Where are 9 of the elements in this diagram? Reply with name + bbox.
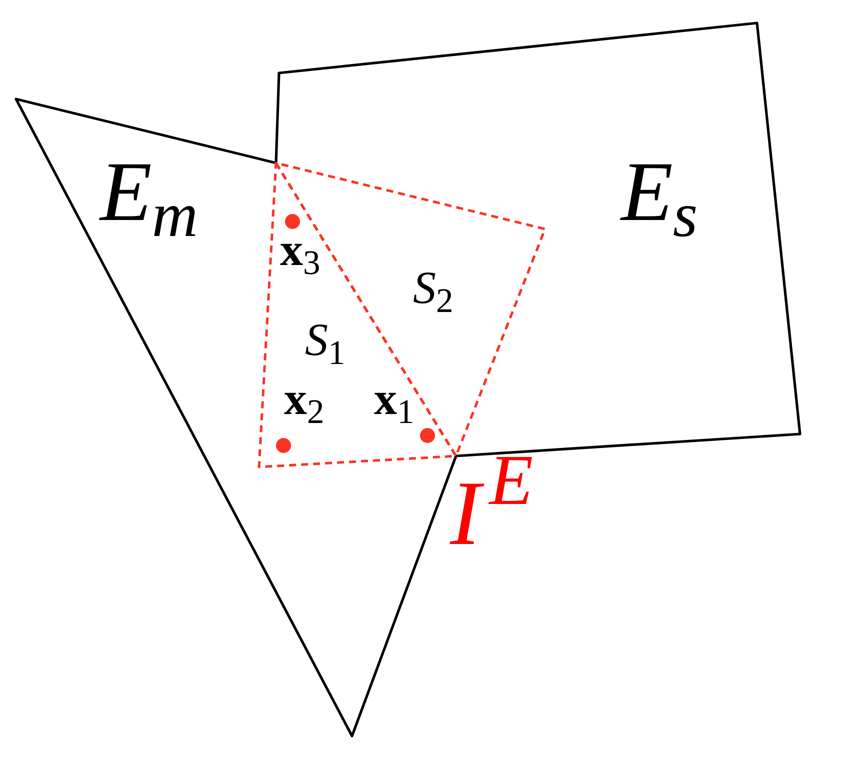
subdomain-label: S$_{2}$ (413, 265, 454, 311)
point-marker (284, 214, 300, 228)
element-polygon (273, 20, 803, 459)
interface-label: I$^{E}$ (450, 456, 534, 566)
point-marker (420, 428, 434, 442)
element-label: E$_{s}$ (621, 150, 698, 235)
element-label: E$_{m}$ (100, 150, 198, 235)
point-marker (276, 438, 290, 452)
subdomain-label: S$_{1}$ (305, 317, 346, 363)
